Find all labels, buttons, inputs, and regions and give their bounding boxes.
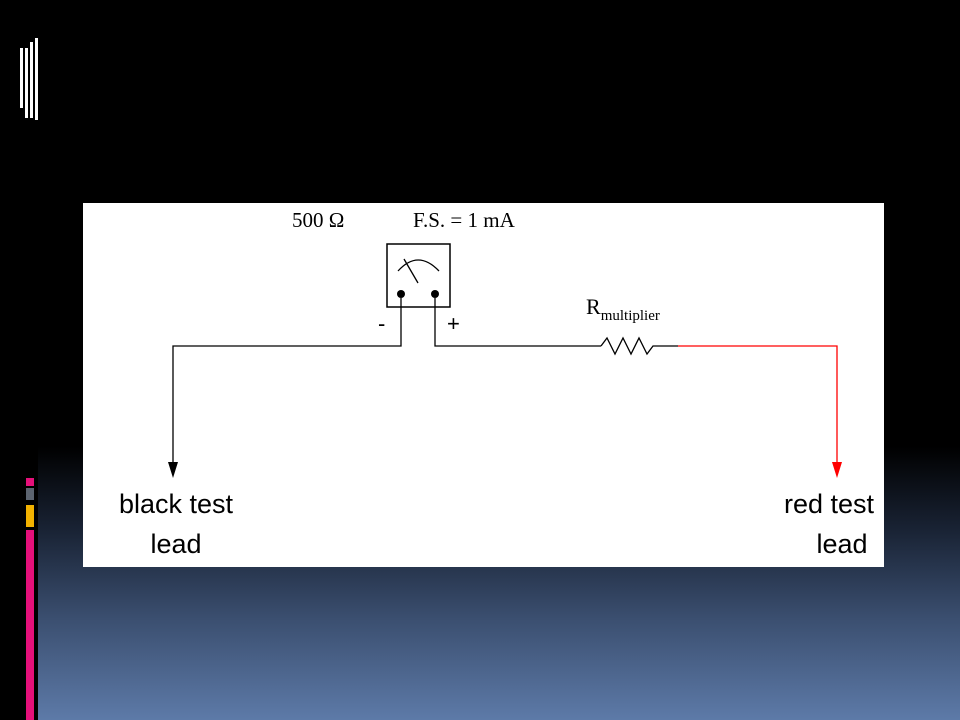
red-lead-label-line1: red test [784, 489, 875, 519]
decor-square-gold [26, 505, 34, 527]
decor-bar-3 [30, 42, 33, 118]
resistor-icon [600, 336, 678, 356]
resistor-label: Rmultiplier [586, 294, 660, 324]
decor-bar-1 [20, 48, 23, 108]
resistor-label-sub: multiplier [601, 308, 660, 324]
meter-resistance-label: 500 Ω [292, 208, 344, 232]
black-lead-label-line1: black test [119, 489, 234, 519]
decor-square-magenta-top [26, 478, 34, 486]
red-wire [678, 345, 838, 465]
resistor-label-main: R [586, 294, 601, 319]
arrow-down-red-icon [832, 462, 842, 478]
decor-bar-4 [35, 38, 38, 120]
decor-square-gray [26, 488, 34, 500]
positive-wire [434, 298, 601, 347]
red-lead-label-line2: lead [816, 529, 867, 559]
positive-terminal-label: + [447, 311, 460, 336]
black-lead-label-line2: lead [150, 529, 201, 559]
full-scale-label: F.S. = 1 mA [413, 208, 516, 232]
circuit-diagram: 500 Ω F.S. = 1 mA - + Rmultiplier black … [83, 203, 884, 567]
galvanometer-icon [386, 243, 451, 308]
decor-bar-2 [25, 48, 28, 118]
arrow-down-icon [168, 462, 178, 478]
black-wire [172, 298, 402, 465]
circuit-svg: 500 Ω F.S. = 1 mA - + Rmultiplier black … [119, 208, 875, 559]
decor-bar-magenta [26, 530, 34, 720]
negative-terminal-label: - [378, 311, 385, 336]
